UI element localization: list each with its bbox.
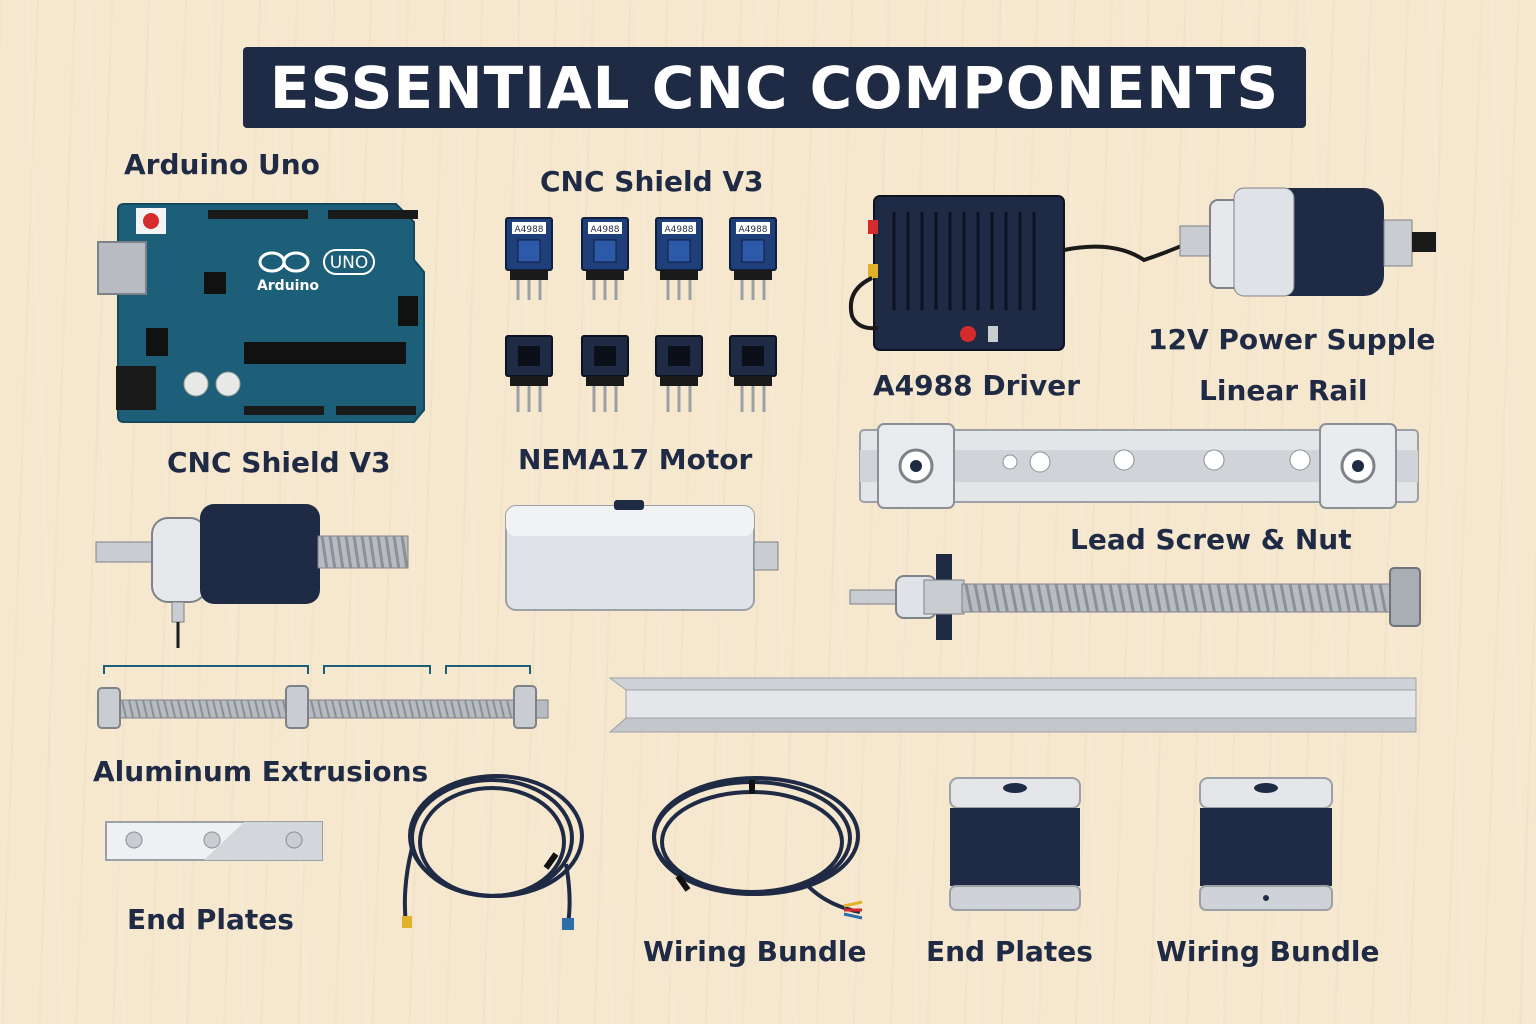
arduino-uno-board: UNO Arduino	[97, 203, 425, 423]
board-model-text: UNO	[330, 253, 369, 273]
cable-coil-2	[652, 776, 863, 920]
label-end-plates-left: End Plates	[127, 903, 294, 936]
page-title: ESSENTIAL CNC COMPONENTS	[269, 53, 1280, 122]
threaded-rod	[97, 665, 549, 729]
label-cnc-shield-top: CNC Shield V3	[540, 165, 764, 198]
stepper-motor-block-2	[1199, 777, 1333, 911]
title-banner: ESSENTIAL CNC COMPONENTS	[243, 47, 1306, 128]
label-power-supply: 12V Power Supple	[1148, 323, 1436, 356]
end-plate-left	[105, 821, 323, 861]
label-end-plates-right: End Plates	[926, 935, 1093, 968]
aluminum-extrusion	[608, 677, 1417, 733]
a4988-driver-modules: A4988 A4988 A4988 A4988	[504, 216, 778, 414]
label-a4988-driver: A4988 Driver	[873, 369, 1081, 402]
board-brand-text: Arduino	[257, 278, 319, 294]
driver-chip-text-2: A4988	[590, 225, 619, 235]
nema17-motor	[505, 500, 779, 611]
label-linear-rail: Linear Rail	[1199, 374, 1368, 407]
spindle-motor-left	[95, 504, 409, 648]
label-arduino-uno: Arduino Uno	[124, 148, 320, 181]
driver-chip-text-3: A4988	[664, 225, 693, 235]
label-wiring-bundle-mid: Wiring Bundle	[643, 935, 867, 968]
lead-screw	[849, 554, 1421, 640]
label-lead-screw: Lead Screw & Nut	[1070, 523, 1352, 556]
linear-rail	[859, 423, 1419, 509]
stepper-motor-block-1	[949, 777, 1081, 911]
driver-chip-text-4: A4988	[738, 225, 767, 235]
label-aluminum-extrusions: Aluminum Extrusions	[93, 755, 429, 788]
driver-chip-text-1: A4988	[514, 225, 543, 235]
cable-coil-1	[402, 774, 584, 930]
power-supply-and-spindle	[849, 187, 1436, 351]
label-cnc-shield-left: CNC Shield V3	[167, 446, 391, 479]
label-wiring-bundle-right: Wiring Bundle	[1156, 935, 1380, 968]
label-nema17-motor: NEMA17 Motor	[518, 443, 753, 476]
